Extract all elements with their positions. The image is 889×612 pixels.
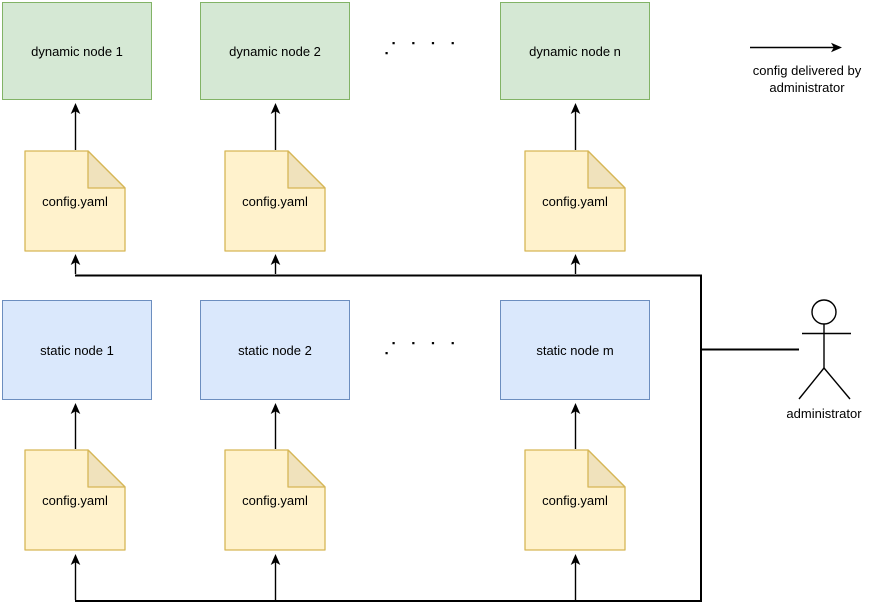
doc-fold-corner [87, 150, 126, 189]
node-label: static node 1 [40, 342, 114, 358]
node-label: dynamic node 2 [229, 43, 321, 59]
doc-fold-corner [287, 150, 326, 189]
config-doc-top-2 [224, 150, 326, 252]
legend-caption: config delivered by administrator [726, 62, 888, 96]
node-static-1: static node 1 [2, 300, 152, 400]
config-doc-bottom-m [524, 449, 626, 551]
node-static-m: static node m [500, 300, 650, 400]
config-doc-top-n [524, 150, 626, 252]
doc-fold-corner [587, 150, 626, 189]
ellipsis-dynamic-row: ▪ ▪ ▪ ▪ ▪ [385, 38, 462, 58]
config-doc-top-1 [24, 150, 126, 252]
node-dynamic-1: dynamic node 1 [2, 2, 152, 100]
doc-fold-corner [287, 449, 326, 488]
config-doc-bottom-1 [24, 449, 126, 551]
node-label: static node 2 [238, 342, 312, 358]
node-dynamic-2: dynamic node 2 [200, 2, 350, 100]
administrator-actor-icon [798, 299, 851, 400]
legend-caption-line2: administrator [769, 80, 845, 95]
actor-right-leg [823, 367, 851, 400]
legend-caption-line1: config delivered by [752, 63, 862, 78]
node-label: dynamic node 1 [31, 43, 123, 59]
administrator-label: administrator [786, 406, 862, 421]
ellipsis-static-row: ▪ ▪ ▪ ▪ ▪ [385, 338, 462, 358]
config-doc-bottom-2 [224, 449, 326, 551]
node-dynamic-n: dynamic node n [500, 2, 650, 100]
doc-fold-corner [87, 449, 126, 488]
doc-fold-corner [587, 449, 626, 488]
admin-distribution-line [75, 274, 702, 602]
node-static-2: static node 2 [200, 300, 350, 400]
node-label: dynamic node n [529, 43, 621, 59]
node-label: static node m [536, 342, 614, 358]
actor-head [811, 299, 837, 325]
actor-left-leg [798, 367, 825, 400]
